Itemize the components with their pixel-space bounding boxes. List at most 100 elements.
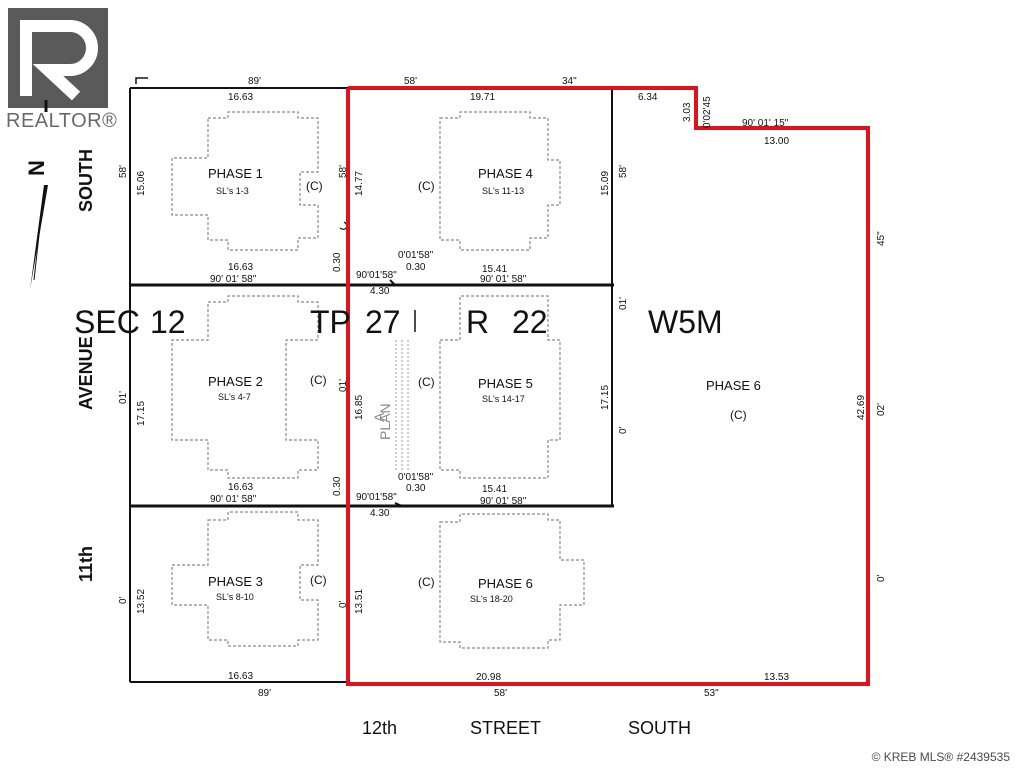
dim-row2-angle-m: 90'01'58" [356,492,397,503]
plan-letter: A [371,412,387,422]
street-11th: 11th [76,546,96,582]
north-arrow-icon: N [24,100,49,290]
dim-e-02: 02' [876,403,887,416]
plan-text: PLAN [377,403,393,440]
unit-2-phase: PHASE 2 [208,374,263,389]
dim-bot-16-63: 16.63 [228,671,253,682]
footprint-phase-2 [171,295,319,479]
dim-m-0: 0' [338,600,349,608]
dim-top-6-34: 6.34 [638,92,658,103]
unit-3-c: (C) [310,573,327,587]
dim-row2-0-30b: 0.30 [406,483,426,494]
dim-row1-0-01-58: 0'01'58" [398,250,434,261]
dim-top-19-71: 19.71 [470,92,495,103]
unit-2-c: (C) [310,373,327,387]
dim-row1-16-63: 16.63 [228,262,253,273]
dim-bot-20-98: 20.98 [476,672,501,683]
unit-7-c: (C) [730,408,747,422]
unit-5-phase: PHASE 5 [478,376,533,391]
dim-row1-4-30: 4.30 [370,286,390,297]
footprint-phase-5 [439,295,561,479]
unit-2-lots: SL's 4-7 [218,392,251,402]
plan-stamp [395,340,409,470]
street-south-left: SOUTH [76,149,96,212]
dim-e-0: 0' [876,574,887,582]
unit-5-lots: SL's 14-17 [482,394,525,404]
legal-r-num: 22 [512,304,548,340]
building-footprints [171,111,585,649]
dim-l-01: 01' [118,391,129,404]
legal-w5m: W5M [648,304,723,340]
dim-m-16-85: 16.85 [354,395,365,420]
north-label: N [24,160,49,176]
unit-3-lots: SL's 8-10 [216,592,254,602]
dim-r-0: 0' [618,426,629,434]
dim-row2-angle-l: 90' 01' 58" [210,494,257,505]
unit-4-c: (C) [418,179,435,193]
dim-row1-angle-m: 90'01'58" [356,270,397,281]
dim-row1-0-30b: 0.30 [406,262,426,273]
dim-top-58: 58' [404,76,417,87]
dim-row1-angle-l: 90' 01' 58" [210,274,257,285]
footprint-phase-6 [439,513,585,649]
legal-tp: TP [310,304,351,340]
unit-1-phase: PHASE 1 [208,166,263,181]
footprint-phase-1 [171,111,319,251]
dim-m-14-77: 14.77 [354,171,365,196]
dim-bot-89: 89' [258,688,271,699]
dim-l-58: 58' [118,165,129,178]
dim-row2-0-30: 0.30 [332,476,343,496]
dim-row1-angle-r: 90' 01' 58" [480,274,527,285]
street-avenue: AVENUE [76,336,96,410]
plan-labels: SEC 12 TP 27 R 22 W5M PLAN A 11th AVENUE… [74,76,887,738]
dim-r-01: 01' [618,297,629,310]
unit-3-phase: PHASE 3 [208,574,263,589]
legal-sec: SEC [74,304,140,340]
dim-l-17-15: 17.15 [136,401,147,426]
unit-7-phase: PHASE 6 [706,378,761,393]
footprint-phase-4 [439,111,561,251]
dim-m-13-51: 13.51 [354,589,365,614]
dim-m-01: 01' [338,379,349,392]
dim-row2-0-01-58: 0'01'58" [398,472,434,483]
dim-row2-16-63: 16.63 [228,482,253,493]
dim-top-89: 89' [248,76,261,87]
realtor-logo-icon [8,8,108,108]
dim-l-15-06: 15.06 [136,171,147,196]
dim-r-58: 58' [618,165,629,178]
dim-v-0-02-45: 0'02'45 [702,96,713,128]
dim-e-42-69: 42.69 [856,395,867,420]
dim-b-90-01-15: 90' 01' 15" [742,118,789,129]
property-boundary [346,86,870,686]
unit-4-phase: PHASE 4 [478,166,533,181]
listing-credit: © KREB MLS® #2439535 [871,750,1010,764]
dim-r-15-09: 15.09 [600,171,611,196]
dim-row2-15-41: 15.41 [482,484,507,495]
dim-row2-4-30: 4.30 [370,508,390,519]
dim-top-16-63: 16.63 [228,92,253,103]
unit-6-lots: SL's 18-20 [470,594,513,604]
dim-v-3-03: 3.03 [682,102,693,122]
dim-row1-0-30: 0.30 [332,252,343,272]
dim-row1-15-41: 15.41 [482,264,507,275]
dim-bot-53: 53" [704,688,719,699]
realtor-wordmark: REALTOR® [6,110,118,132]
street-12th: 12th [362,718,397,738]
lot-lines [129,77,614,683]
dim-r-17-15: 17.15 [600,385,611,410]
legal-r: R [466,304,489,340]
dim-m-58: 58' [338,165,349,178]
dim-top-34: 34" [562,76,577,87]
dim-l-0: 0' [118,596,129,604]
legal-sec-num: 12 [150,304,186,340]
street-south-bottom: SOUTH [628,718,691,738]
street-street: STREET [470,718,541,738]
legal-tp-num: 27 [365,304,401,340]
unit-1-lots: SL's 1-3 [216,186,249,196]
dim-b-13-00: 13.00 [764,136,789,147]
unit-5-c: (C) [418,375,435,389]
unit-6-c: (C) [418,575,435,589]
unit-1-c: (C) [306,179,323,193]
unit-6-phase: PHASE 6 [478,576,533,591]
